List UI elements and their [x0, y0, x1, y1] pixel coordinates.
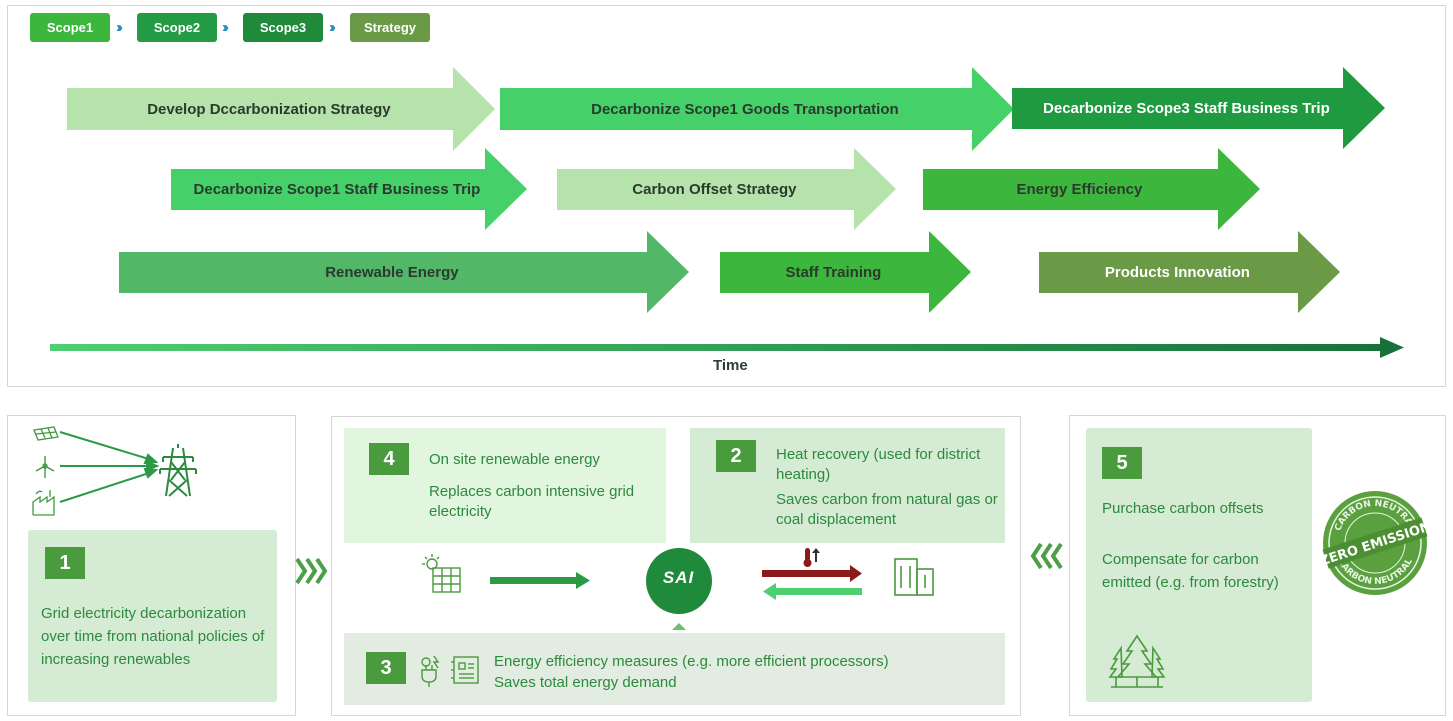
- tab-scope3[interactable]: Scope3: [243, 13, 323, 42]
- time-axis-label: Time: [713, 357, 748, 374]
- arrow-body: [171, 169, 486, 210]
- arrow-head: [972, 67, 1014, 151]
- sai-logo: [646, 548, 712, 614]
- box5-line2: Compensate for carbon emitted (e.g. from…: [1102, 551, 1279, 591]
- arrow-head: [453, 67, 495, 151]
- arrow-body: [557, 169, 855, 210]
- step-number-1: 1: [45, 547, 85, 579]
- roadmap-arrow: Energy Efficiency: [923, 148, 1261, 230]
- roadmap-arrow: Renewable Energy: [119, 231, 690, 313]
- arrow-label: Products Innovation: [1104, 264, 1250, 281]
- building-icon: [894, 558, 934, 596]
- step-number-5: 5: [1102, 447, 1142, 479]
- arrow-head: [854, 148, 896, 230]
- box3-line1: Energy efficiency measures (e.g. more ef…: [494, 653, 889, 670]
- chevron-icon: ›››: [329, 19, 336, 36]
- chevrons-left-icon: [1030, 542, 1063, 570]
- arrow-body: [500, 88, 973, 130]
- plug-icon: [421, 655, 440, 687]
- roadmap-arrow: Decarbonize Scope1 Staff Business Trip: [171, 148, 528, 230]
- tab-strategy[interactable]: Strategy: [350, 13, 430, 42]
- roadmap-arrow: Decarbonize Scope3 Staff Business Trip: [1012, 67, 1386, 149]
- box2-line1: Heat recovery (used for district heating…: [776, 446, 981, 483]
- arrow-head: [929, 231, 971, 313]
- step-number-2: 2: [716, 440, 756, 472]
- chevron-icon: ›››: [116, 19, 123, 36]
- arrow-label: Carbon Offset Strategy: [632, 181, 797, 198]
- arrow-head: [1343, 67, 1385, 149]
- roadmap-arrow: Products Innovation: [1039, 231, 1341, 313]
- arrow-label: Develop Dccarbonization Strategy: [147, 100, 391, 118]
- grid-sources-diagram: [32, 426, 197, 516]
- box2-line2: Saves carbon from natural gas or coal di…: [776, 491, 998, 528]
- tab-scope2[interactable]: Scope2: [137, 13, 217, 42]
- arrow-label: Decarbonize Scope1 Goods Transportation: [591, 100, 899, 118]
- arrow-label: Staff Training: [785, 264, 882, 281]
- arrow-head: [647, 231, 689, 313]
- step-number-4: 4: [369, 443, 409, 475]
- arrow-label: Decarbonize Scope3 Staff Business Trip: [1043, 100, 1330, 117]
- box1-text: Grid electricity decarbonization over ti…: [41, 605, 265, 668]
- arrow-label: Renewable Energy: [325, 264, 459, 281]
- chevrons-right-icon: [295, 557, 328, 585]
- roadmap-arrow: Develop Dccarbonization Strategy: [67, 67, 496, 151]
- step-number-3: 3: [366, 652, 406, 684]
- time-axis-arrow: [50, 337, 1404, 358]
- chevron-icon: ›››: [222, 19, 229, 36]
- zero-emission-badge: CARBON NEUTRAL CARBON NEUTRAL ZERO EMISS…: [1321, 491, 1429, 595]
- arrow-head: [485, 148, 527, 230]
- arrow-body: [923, 169, 1219, 210]
- forest-icon: [1108, 634, 1166, 688]
- power-tower-icon: [159, 444, 197, 497]
- thermometer-icon: [803, 548, 820, 567]
- box3-line2: Saves total energy demand: [494, 674, 677, 691]
- wind-turbine-icon: [35, 456, 55, 478]
- processor-icon: [451, 656, 479, 684]
- sai-logo-text: SAI: [662, 568, 695, 587]
- arrow-head: [1218, 148, 1260, 230]
- tab-scope1[interactable]: Scope1: [30, 13, 110, 42]
- solar-panel-icon: [422, 554, 461, 593]
- factory-icon: [32, 490, 55, 516]
- roadmap-arrow: Staff Training: [720, 231, 972, 313]
- arrow-label: Energy Efficiency: [1016, 181, 1143, 198]
- arrow-body: [720, 252, 930, 293]
- box5-line1: Purchase carbon offsets: [1102, 500, 1264, 517]
- box4-line1: On site renewable energy: [429, 451, 600, 468]
- arrow-body: [1039, 252, 1299, 293]
- energy-flow-diagram: [422, 548, 934, 630]
- arrow-label: Decarbonize Scope1 Staff Business Trip: [193, 181, 481, 198]
- roadmap-arrow: Decarbonize Scope1 Goods Transportation: [500, 67, 1015, 151]
- arrow-head: [1298, 231, 1340, 313]
- solar-panel-icon: [33, 426, 59, 441]
- arrow-body: [119, 252, 648, 293]
- arrow-body: [1012, 88, 1344, 129]
- box4-line2: Replaces carbon intensive grid electrici…: [429, 483, 635, 520]
- arrow-body: [67, 88, 454, 130]
- roadmap-arrow: Carbon Offset Strategy: [557, 148, 897, 230]
- efficiency-icons: [421, 655, 479, 687]
